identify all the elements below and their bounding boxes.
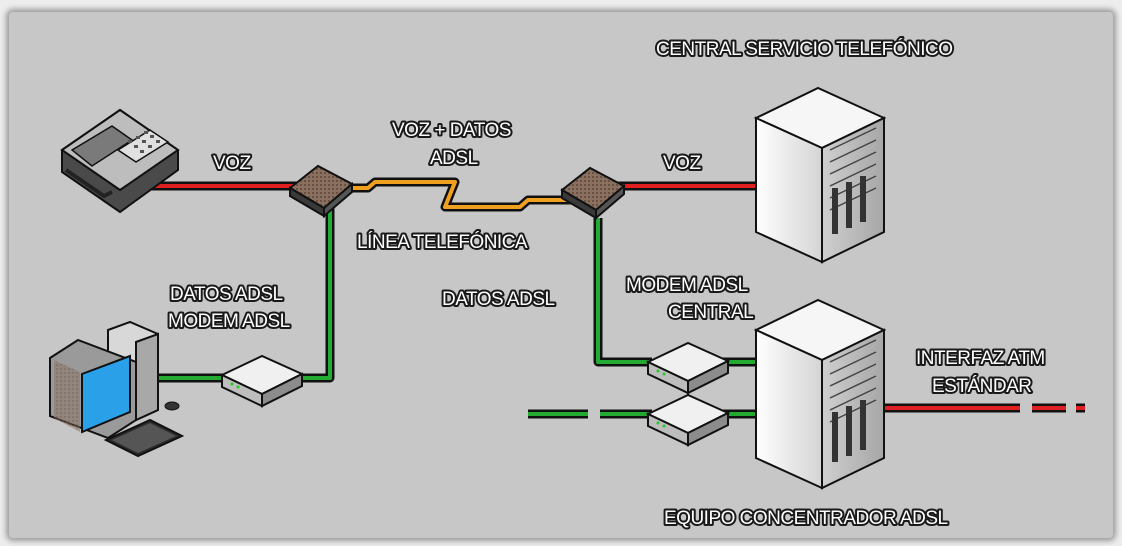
label-voz-datos-1: VOZ + DATOS (392, 120, 511, 141)
server-icon-central (753, 86, 887, 264)
modem-icon-central-2 (645, 393, 731, 447)
label-modem-central-1: MODEM ADSL (626, 275, 748, 296)
label-voz-left: VOZ (213, 153, 251, 174)
label-concentrador: EQUIPO CONCENTRADOR ADSL (664, 508, 948, 529)
pc-icon (49, 320, 185, 458)
data-line-left (155, 208, 335, 383)
label-datos-adsl-left-1: DATOS ADSL (170, 284, 283, 305)
splitter-icon-right (560, 166, 626, 221)
label-interfaz-2: ESTÁNDAR (932, 376, 1031, 397)
telephone-icon (60, 108, 180, 214)
label-interfaz-1: INTERFAZ ATM (916, 348, 1045, 369)
label-modem-central-2: CENTRAL (668, 302, 753, 323)
label-central-servicio: CENTRAL SERVICIO TELEFÓNICO (656, 38, 953, 60)
modem-icon-user (219, 354, 305, 408)
mixed-line-adsl (338, 177, 578, 212)
modem-icon-central-1 (645, 341, 731, 395)
label-linea-telefonica: LÍNEA TELEFÓNICA (357, 231, 528, 253)
label-voz-right: VOZ (663, 153, 701, 174)
label-datos-adsl-center: DATOS ADSL (442, 289, 555, 310)
label-voz-datos-2: ADSL (430, 148, 478, 169)
label-datos-adsl-left-2: MODEM ADSL (168, 311, 290, 332)
server-icon-concentrador (753, 298, 887, 490)
diagram-panel (9, 12, 1113, 538)
splitter-icon-left (288, 164, 354, 219)
